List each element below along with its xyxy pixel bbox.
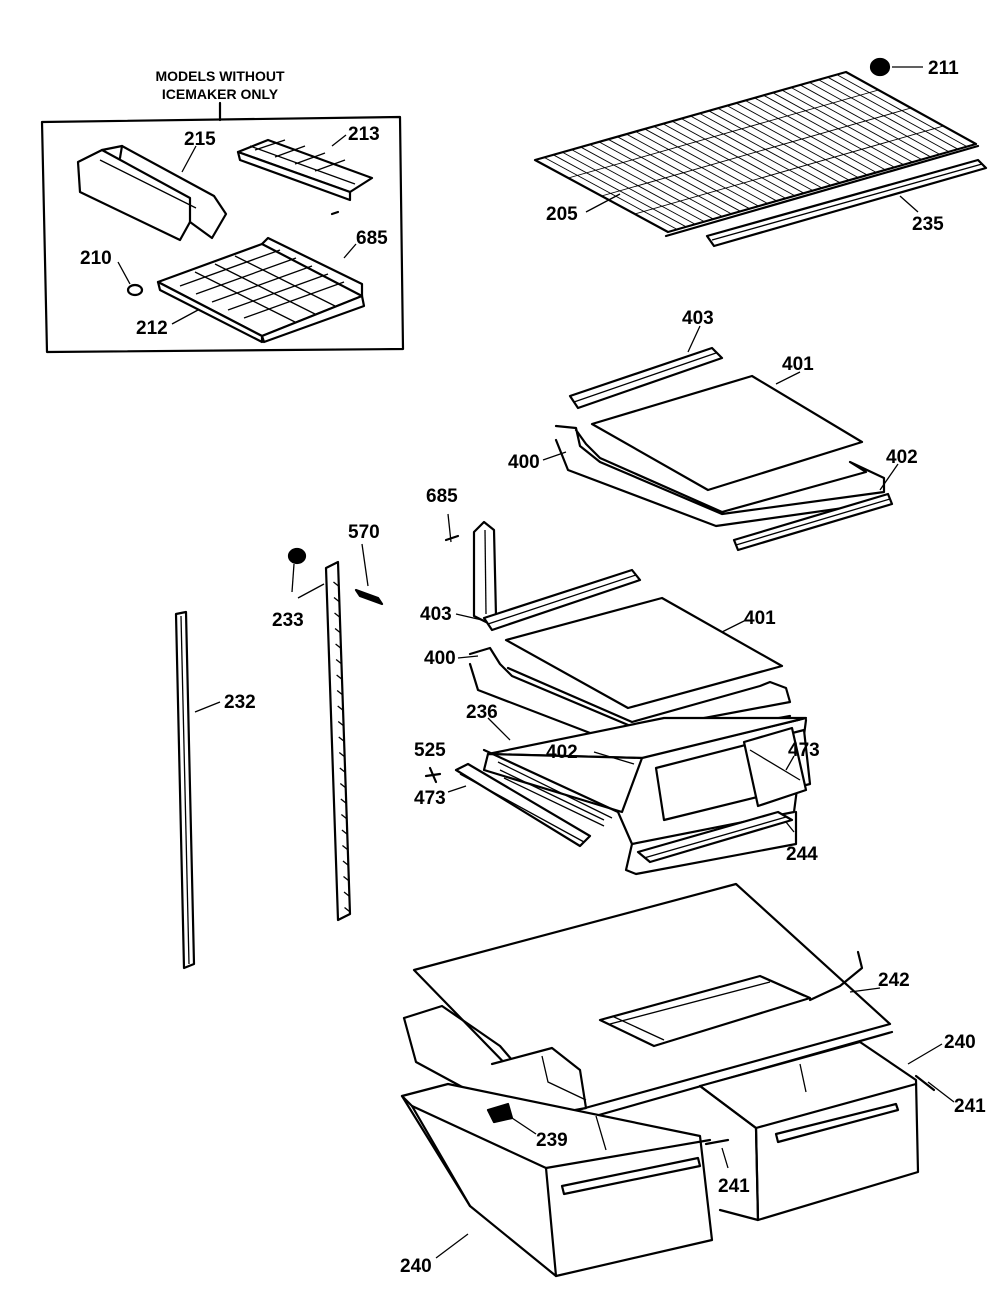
label-685: 685 bbox=[426, 486, 458, 507]
ice-tray-213 bbox=[236, 138, 374, 202]
crisper-pan-left-240 bbox=[400, 1082, 730, 1278]
part-labels: 211 205 235 215 213 685 210 212 403 401 … bbox=[80, 58, 986, 1277]
label-210: 210 bbox=[80, 248, 112, 269]
label-205: 205 bbox=[546, 204, 578, 225]
inset-title-line1: MODELS WITHOUT bbox=[155, 68, 285, 84]
ice-bucket-215 bbox=[76, 144, 228, 242]
slide-shelf-236 bbox=[424, 716, 812, 876]
label-241-right: 241 bbox=[954, 1096, 986, 1117]
crisper-pan-right-240 bbox=[698, 1040, 955, 1222]
label-400-upper: 400 bbox=[508, 452, 540, 473]
label-403-middle: 403 bbox=[420, 604, 452, 625]
label-232: 232 bbox=[224, 692, 256, 713]
label-244: 244 bbox=[786, 844, 818, 865]
shelf-stop-211 bbox=[869, 57, 891, 77]
label-233: 233 bbox=[272, 610, 304, 631]
label-403-upper: 403 bbox=[682, 308, 714, 329]
fastener-210 bbox=[126, 283, 144, 297]
label-235: 235 bbox=[912, 214, 944, 235]
inset-models-without-icemaker: MODELS WITHOUT ICEMAKER ONLY bbox=[40, 68, 405, 354]
wire-shelf-205 bbox=[533, 57, 988, 248]
label-213: 213 bbox=[348, 124, 380, 145]
label-241-left: 241 bbox=[718, 1176, 750, 1197]
label-401-middle: 401 bbox=[744, 608, 776, 629]
inset-title-line2: ICEMAKER ONLY bbox=[162, 86, 279, 102]
label-242: 242 bbox=[878, 970, 910, 991]
label-240-right: 240 bbox=[944, 1032, 976, 1053]
label-402-middle: 402 bbox=[546, 742, 578, 763]
label-212: 212 bbox=[136, 318, 168, 339]
clip-570 bbox=[354, 543, 384, 606]
label-240-left: 240 bbox=[400, 1256, 432, 1277]
rail-233 bbox=[287, 547, 352, 922]
label-525: 525 bbox=[414, 740, 446, 761]
label-473-left: 473 bbox=[414, 788, 446, 809]
label-215: 215 bbox=[184, 129, 216, 150]
label-401-upper: 401 bbox=[782, 354, 814, 375]
crisper-cover-242 bbox=[402, 882, 894, 1128]
label-400-middle: 400 bbox=[424, 648, 456, 669]
label-685-inset: 685 bbox=[356, 228, 388, 249]
label-570: 570 bbox=[348, 522, 380, 543]
label-473-right: 473 bbox=[788, 740, 820, 761]
label-402-upper: 402 bbox=[886, 447, 918, 468]
rail-232 bbox=[174, 610, 221, 970]
glass-shelf-assembly-middle bbox=[444, 513, 792, 748]
glass-shelf-assembly-upper bbox=[542, 325, 899, 552]
label-236: 236 bbox=[466, 702, 498, 723]
label-239: 239 bbox=[536, 1130, 568, 1151]
ice-rack-212 bbox=[156, 236, 366, 344]
label-211: 211 bbox=[928, 58, 959, 79]
